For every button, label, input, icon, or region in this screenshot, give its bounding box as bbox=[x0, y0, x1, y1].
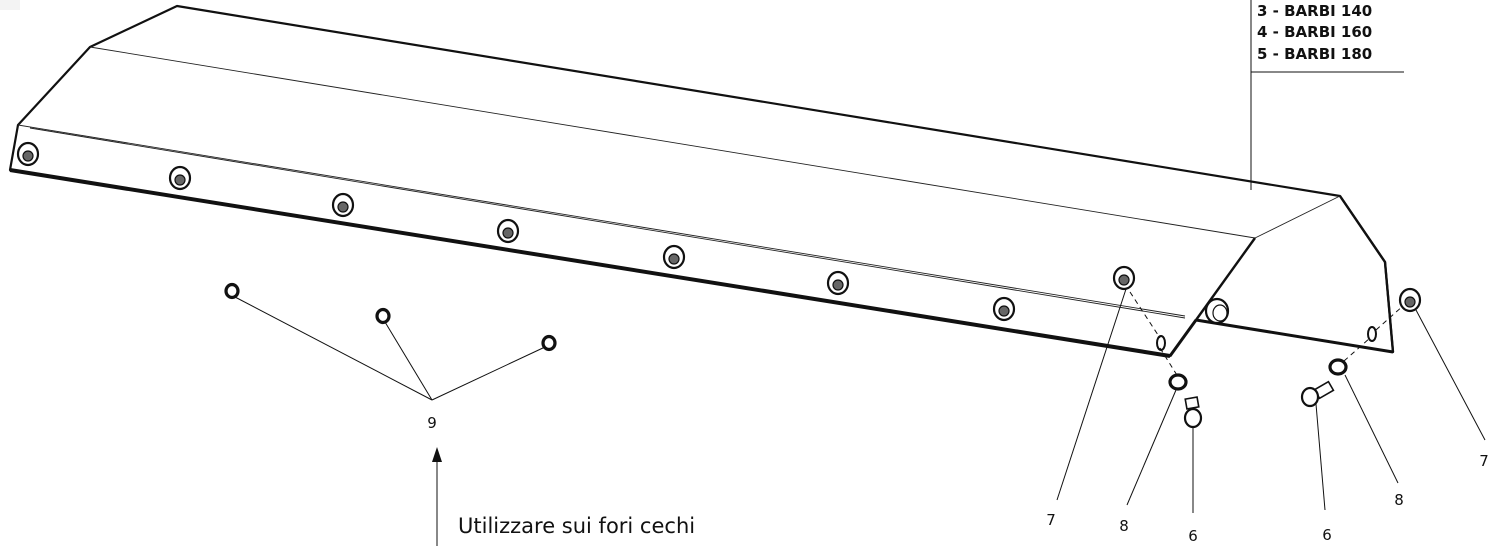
callout-6-left: 6 bbox=[1188, 527, 1198, 545]
mounted-nuts bbox=[16, 141, 1230, 325]
legend-item: 4 - BARBI 160 bbox=[1257, 23, 1372, 41]
callout-7-right: 7 bbox=[1479, 452, 1489, 470]
corner-mark bbox=[0, 0, 20, 10]
washer bbox=[224, 282, 240, 300]
callout-8-right: 8 bbox=[1394, 491, 1404, 509]
legend-item: 3 - BARBI 140 bbox=[1257, 2, 1372, 20]
hole bbox=[1156, 335, 1166, 351]
blind-holes bbox=[1156, 326, 1377, 351]
nut bbox=[992, 296, 1016, 322]
callout-9: 9 bbox=[427, 414, 437, 432]
washer bbox=[541, 334, 557, 352]
washer bbox=[375, 307, 391, 325]
bolt-6 bbox=[1300, 380, 1335, 408]
leader-lines bbox=[234, 0, 1486, 546]
nut bbox=[496, 218, 520, 244]
washer-8 bbox=[1168, 373, 1188, 391]
callout-6-right: 6 bbox=[1322, 526, 1332, 544]
nut bbox=[1112, 265, 1136, 291]
callouts: 9 7 8 6 6 8 7 bbox=[427, 414, 1489, 545]
nut bbox=[826, 270, 850, 296]
assembly-axis bbox=[1375, 304, 1405, 331]
legend-item: 5 - BARBI 180 bbox=[1257, 45, 1372, 63]
hole bbox=[1367, 326, 1377, 342]
washer-8 bbox=[1328, 358, 1348, 376]
assembly-axis bbox=[1343, 337, 1371, 362]
callout-8-left: 8 bbox=[1119, 517, 1129, 535]
nut bbox=[662, 244, 686, 270]
model-legend: 3 - BARBI 140 4 - BARBI 160 5 - BARBI 18… bbox=[1257, 2, 1372, 63]
callout-7-left: 7 bbox=[1046, 511, 1056, 529]
bolt-6 bbox=[1183, 396, 1203, 429]
cover-guard bbox=[8, 4, 1395, 358]
nut bbox=[16, 141, 40, 167]
nut bbox=[331, 192, 355, 218]
nut-7 bbox=[1398, 287, 1422, 313]
usage-note: Utilizzare sui fori cechi bbox=[458, 514, 695, 538]
exploded-hardware bbox=[1168, 287, 1422, 429]
nut bbox=[168, 165, 192, 191]
end-nut bbox=[1204, 297, 1230, 325]
assembly-axis bbox=[1129, 291, 1161, 339]
loose-washers bbox=[224, 282, 557, 352]
